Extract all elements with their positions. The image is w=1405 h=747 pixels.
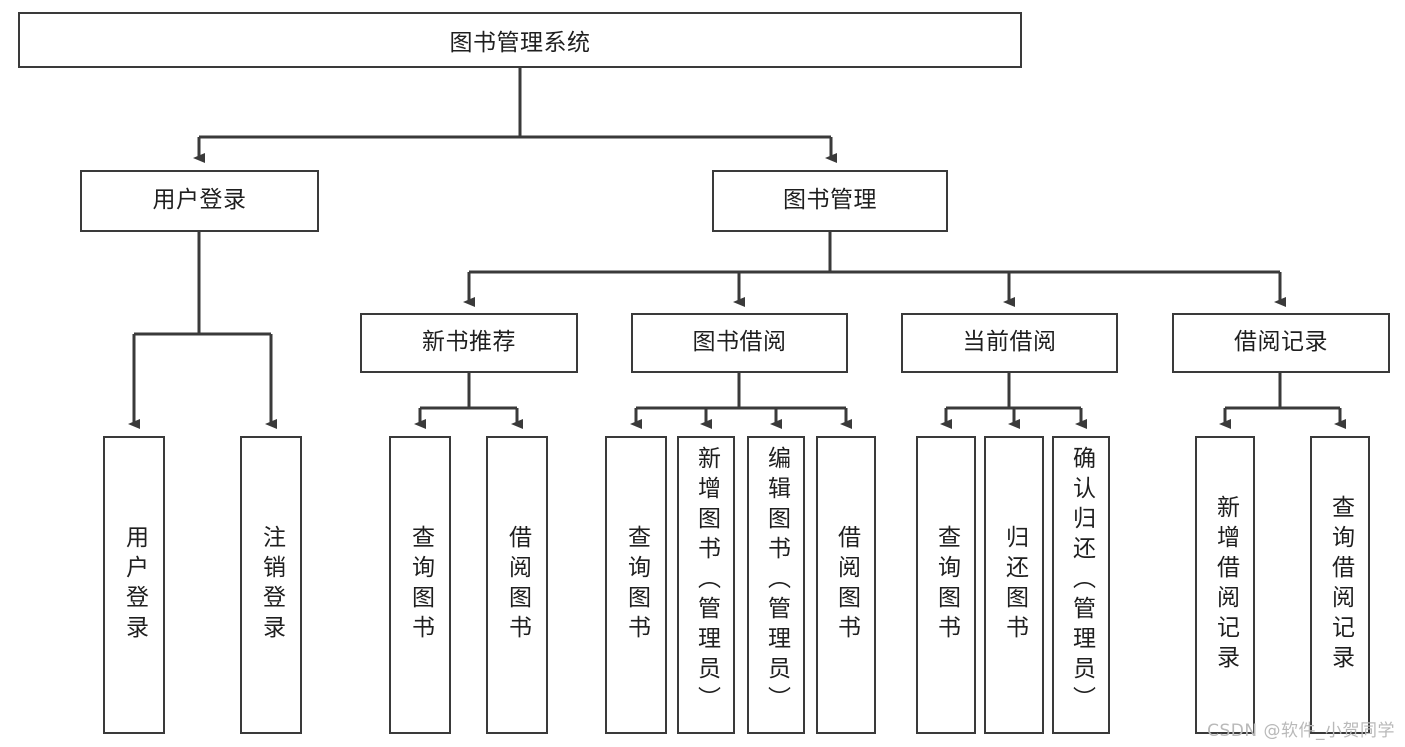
leaf-label: 注销登录 [258, 525, 285, 645]
node-current-borrow-label: 当前借阅 [962, 329, 1057, 356]
leaf-label: 借阅图书 [504, 525, 531, 645]
leaf-label: 新增图书（管理员） [693, 446, 720, 716]
leaf-label: 借阅图书 [833, 525, 860, 645]
node-book-borrow[interactable]: 图书借阅 [631, 313, 848, 373]
leaf-current-confirm-return[interactable]: 确认归还（管理员） [1052, 436, 1110, 734]
leaf-label: 查询图书 [933, 525, 960, 645]
leaf-new-book-borrow[interactable]: 借阅图书 [486, 436, 548, 734]
leaf-label: 归还图书 [1001, 525, 1028, 645]
leaf-borrow-query[interactable]: 查询图书 [605, 436, 667, 734]
leaf-label: 查询图书 [407, 525, 434, 645]
node-borrow-records[interactable]: 借阅记录 [1172, 313, 1390, 373]
node-root[interactable]: 图书管理系统 [18, 12, 1022, 68]
node-user-login[interactable]: 用户登录 [80, 170, 319, 232]
node-new-book-recommend-label: 新书推荐 [422, 329, 516, 356]
leaf-current-return[interactable]: 归还图书 [984, 436, 1044, 734]
leaf-label: 查询图书 [623, 525, 650, 645]
node-current-borrow[interactable]: 当前借阅 [901, 313, 1118, 373]
leaf-new-book-query[interactable]: 查询图书 [389, 436, 451, 734]
leaf-records-query[interactable]: 查询借阅记录 [1310, 436, 1370, 734]
node-book-borrow-label: 图书借阅 [692, 329, 787, 356]
leaf-current-query[interactable]: 查询图书 [916, 436, 976, 734]
node-root-label: 图书管理系统 [449, 30, 591, 56]
leaf-label: 用户登录 [121, 525, 148, 645]
leaf-borrow-add-book[interactable]: 新增图书（管理员） [677, 436, 735, 734]
node-new-book-recommend[interactable]: 新书推荐 [360, 313, 578, 373]
leaf-user-login-login[interactable]: 用户登录 [103, 436, 165, 734]
node-book-management[interactable]: 图书管理 [712, 170, 948, 232]
leaf-label: 编辑图书（管理员） [763, 446, 790, 716]
leaf-label: 确认归还（管理员） [1068, 446, 1095, 716]
leaf-borrow-borrow-book[interactable]: 借阅图书 [816, 436, 876, 734]
node-user-login-label: 用户登录 [152, 187, 247, 214]
leaf-user-login-logout[interactable]: 注销登录 [240, 436, 302, 734]
node-book-management-label: 图书管理 [783, 187, 877, 214]
leaf-records-add[interactable]: 新增借阅记录 [1195, 436, 1255, 734]
leaf-label: 新增借阅记录 [1212, 495, 1239, 675]
node-borrow-records-label: 借阅记录 [1234, 329, 1328, 356]
leaf-label: 查询借阅记录 [1327, 495, 1354, 675]
leaf-borrow-edit-book[interactable]: 编辑图书（管理员） [747, 436, 805, 734]
